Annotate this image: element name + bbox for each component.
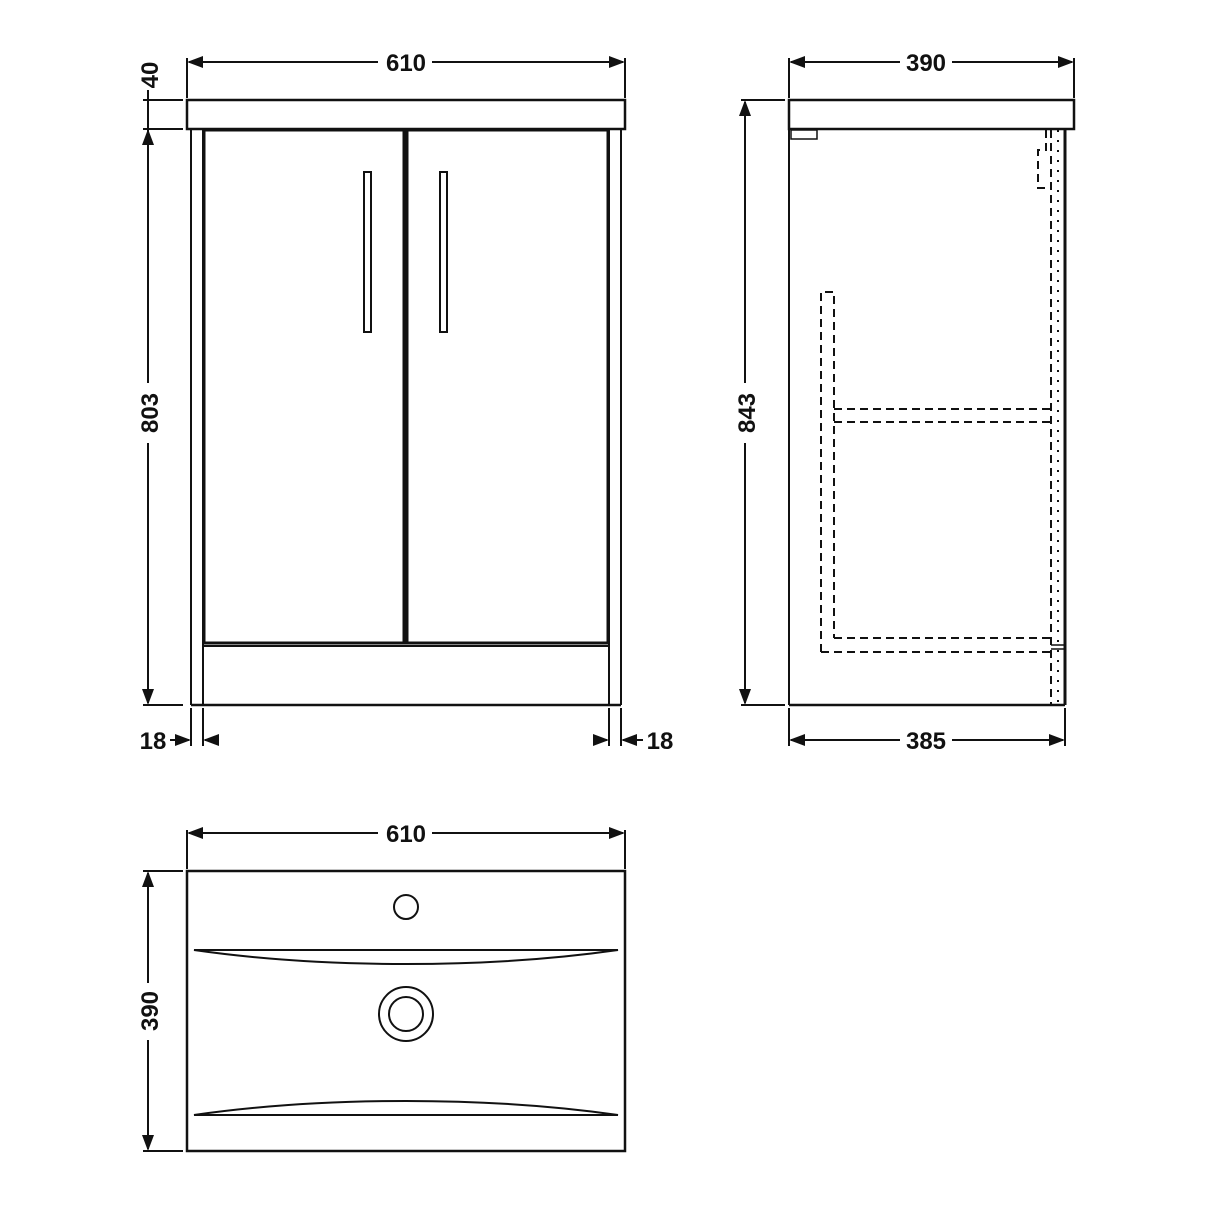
right-panel-label: 18 <box>647 728 674 755</box>
left-door <box>202 128 406 645</box>
bowl-front-edge <box>193 1099 619 1116</box>
side-depth-top-label: 390 <box>906 50 946 77</box>
side-view <box>739 56 1076 746</box>
basin-outline <box>185 869 627 1153</box>
plan-width-label: 610 <box>386 821 426 848</box>
left-door-handle <box>363 171 372 333</box>
tap-hole-icon <box>393 894 419 920</box>
front-view <box>142 56 643 746</box>
plan-view <box>142 827 627 1153</box>
front-width-label: 610 <box>386 50 426 77</box>
total-height-label: 843 <box>734 393 761 433</box>
plan-depth-label: 390 <box>137 991 164 1031</box>
side-depth-bottom-label: 385 <box>906 728 946 755</box>
right-door <box>405 128 610 645</box>
left-panel-label: 18 <box>140 728 167 755</box>
top-thickness-label: 40 <box>137 62 164 89</box>
carcass-height-label: 803 <box>137 393 164 433</box>
side-worktop <box>787 98 1076 131</box>
waste-outlet-icon <box>378 986 434 1042</box>
bowl-rear-edge <box>193 949 619 966</box>
right-door-handle <box>439 171 448 333</box>
front-worktop <box>185 98 627 131</box>
